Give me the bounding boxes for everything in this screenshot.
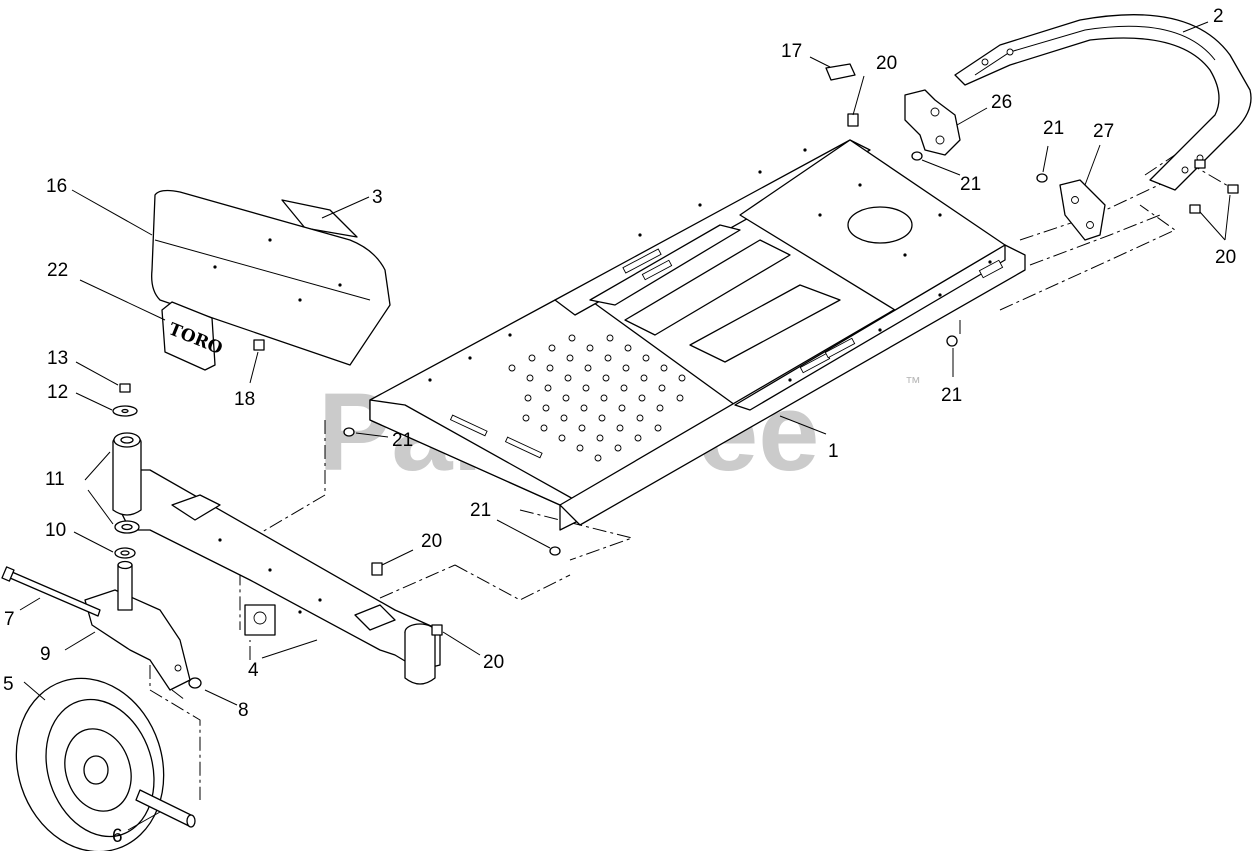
- caster-fork: [84, 560, 191, 691]
- callout-21-bracket: 21: [960, 174, 981, 195]
- callout-2: 2: [1213, 6, 1224, 27]
- callout-13: 13: [47, 348, 68, 369]
- callout-27: 27: [1093, 121, 1114, 142]
- watermark-trademark: ™: [905, 375, 921, 392]
- callout-17: 17: [781, 41, 802, 62]
- toro-decal: TORO: [161, 301, 225, 371]
- main-frame: [369, 139, 1026, 531]
- callout-11: 11: [45, 469, 65, 490]
- callout-10: 10: [45, 520, 66, 541]
- leader-lines: [19, 21, 1231, 831]
- bracket-part-27: [1059, 179, 1106, 241]
- callout-16: 16: [46, 176, 67, 197]
- callout-4: 4: [248, 660, 259, 681]
- callout-12: 12: [47, 382, 68, 403]
- decal-part-3: [281, 199, 358, 238]
- callout-26: 26: [991, 92, 1012, 113]
- callout-3: 3: [372, 187, 383, 208]
- callout-21-handle: 21: [1043, 118, 1064, 139]
- callout-21-front: 21: [392, 430, 413, 451]
- callout-6: 6: [112, 826, 123, 847]
- caster-wheel: [15, 677, 165, 851]
- callout-labels: 1 2 3 4 5 6 7 8 9 10 11 12 13 16 17 18 2…: [3, 6, 1236, 847]
- callout-20-axle: 20: [421, 531, 442, 552]
- callout-7: 7: [4, 609, 15, 630]
- callout-18: 18: [234, 389, 255, 410]
- callout-21-bottom: 21: [470, 500, 491, 521]
- floor-pan-perforations: [508, 334, 686, 462]
- wheel-spacer: [135, 789, 196, 828]
- bracket-part-26: [904, 89, 961, 156]
- callout-22: 22: [47, 260, 68, 281]
- decal-part-17: [825, 63, 856, 81]
- front-cover: [151, 189, 391, 366]
- callout-20-handle: 20: [1215, 247, 1236, 268]
- callout-1: 1: [828, 441, 839, 462]
- frame-bolt-holes: [428, 148, 992, 382]
- callout-9: 9: [40, 644, 51, 665]
- caster-bolt: [1, 566, 101, 617]
- callout-21-rail: 21: [941, 385, 962, 406]
- hardware-items: [112, 113, 1239, 689]
- callout-20-tube: 20: [483, 652, 504, 673]
- callout-20-top: 20: [876, 53, 897, 74]
- callout-8: 8: [238, 700, 249, 721]
- callout-5: 5: [3, 674, 14, 695]
